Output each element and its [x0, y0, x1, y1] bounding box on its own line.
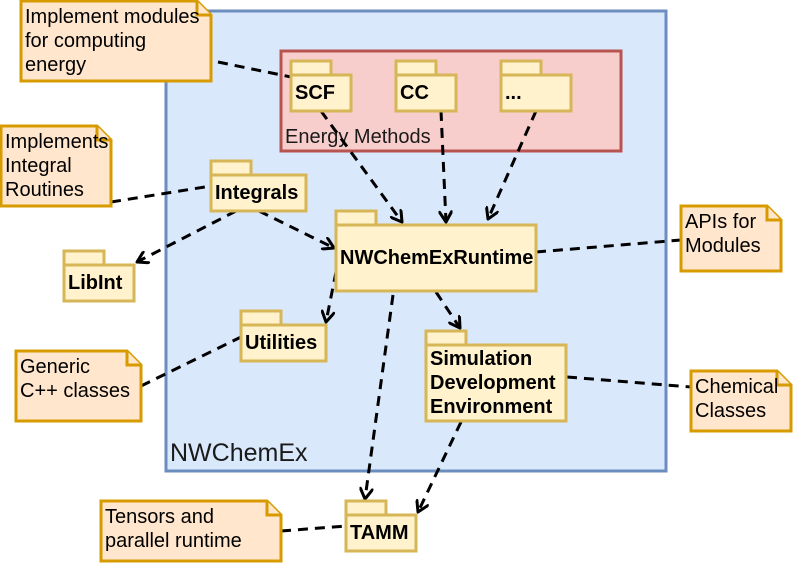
package-ellipsis: ... — [499, 59, 573, 113]
note-energy-line-3: energy — [25, 54, 86, 76]
package-cc-label: CC — [400, 82, 429, 104]
note-chemical-line-2: Classes — [695, 400, 766, 422]
note-energy-line-2: for computing — [25, 30, 146, 52]
package-utilities-label: Utilities — [245, 332, 317, 354]
note-integral-line-1: Implements — [5, 131, 108, 153]
note-chemical: Chemical Classes — [689, 369, 793, 433]
package-integrals: Integrals — [209, 159, 308, 213]
energy-methods-label: Energy Methods — [285, 126, 431, 148]
package-sde-line-1: Simulation — [430, 348, 532, 370]
note-energy: Implement modules for computing energy — [19, 0, 213, 83]
arrow-integrals-libint — [137, 209, 237, 262]
dependency-arrows — [137, 110, 538, 512]
note-tensors-line-1: Tensors and — [105, 506, 214, 528]
package-libint: LibInt — [62, 249, 136, 303]
arrow-runtime-sde — [434, 291, 460, 328]
note-generic: Generic C++ classes — [14, 349, 143, 423]
arrow-ellipsis-runtime — [488, 110, 538, 219]
connector-tensors-note — [280, 524, 347, 533]
note-connectors — [110, 60, 692, 533]
package-sde-line-2: Development — [430, 372, 556, 394]
connector-energy-note — [217, 60, 292, 79]
package-sde: Simulation Development Environment — [424, 329, 568, 423]
package-utilities: Utilities — [239, 309, 328, 363]
package-cc: CC — [394, 59, 458, 113]
note-integral-line-2: Integral — [5, 155, 72, 177]
package-scf: SCF — [289, 59, 353, 113]
package-ellipsis-label: ... — [505, 82, 522, 104]
package-sde-line-3: Environment — [430, 396, 553, 418]
package-runtime: NWChemExRuntime — [334, 209, 538, 293]
note-chemical-line-1: Chemical — [695, 376, 778, 398]
note-generic-line-2: C++ classes — [20, 380, 130, 402]
package-integrals-label: Integrals — [215, 182, 298, 204]
note-apis-line-2: Modules — [685, 235, 761, 257]
note-integral-line-3: Routines — [5, 179, 84, 201]
nwchemex-label: NWChemEx — [170, 439, 308, 467]
arrow-runtime-utilities — [326, 271, 338, 322]
note-energy-line-1: Implement modules — [25, 6, 200, 28]
package-tamm-label: TAMM — [350, 522, 409, 544]
arrow-scf-runtime — [319, 110, 402, 222]
note-generic-line-1: Generic — [20, 356, 90, 378]
note-tensors: Tensors and parallel runtime — [99, 499, 283, 563]
package-scf-label: SCF — [295, 82, 335, 104]
package-tamm: TAMM — [344, 499, 418, 553]
connector-apis-note — [535, 238, 682, 254]
note-apis: APIs for Modules — [679, 204, 783, 273]
connector-generic-note — [140, 335, 242, 388]
package-runtime-label: NWChemExRuntime — [340, 247, 533, 269]
connector-chemical-note — [566, 375, 692, 389]
note-tensors-line-2: parallel runtime — [105, 530, 242, 552]
arrow-runtime-tamm — [365, 294, 395, 499]
package-libint-label: LibInt — [68, 272, 123, 294]
note-apis-line-1: APIs for — [685, 211, 756, 233]
arrow-integrals-runtime — [258, 209, 334, 248]
arrow-cc-runtime — [441, 110, 446, 222]
note-integral: Implements Integral Routines — [0, 124, 113, 208]
